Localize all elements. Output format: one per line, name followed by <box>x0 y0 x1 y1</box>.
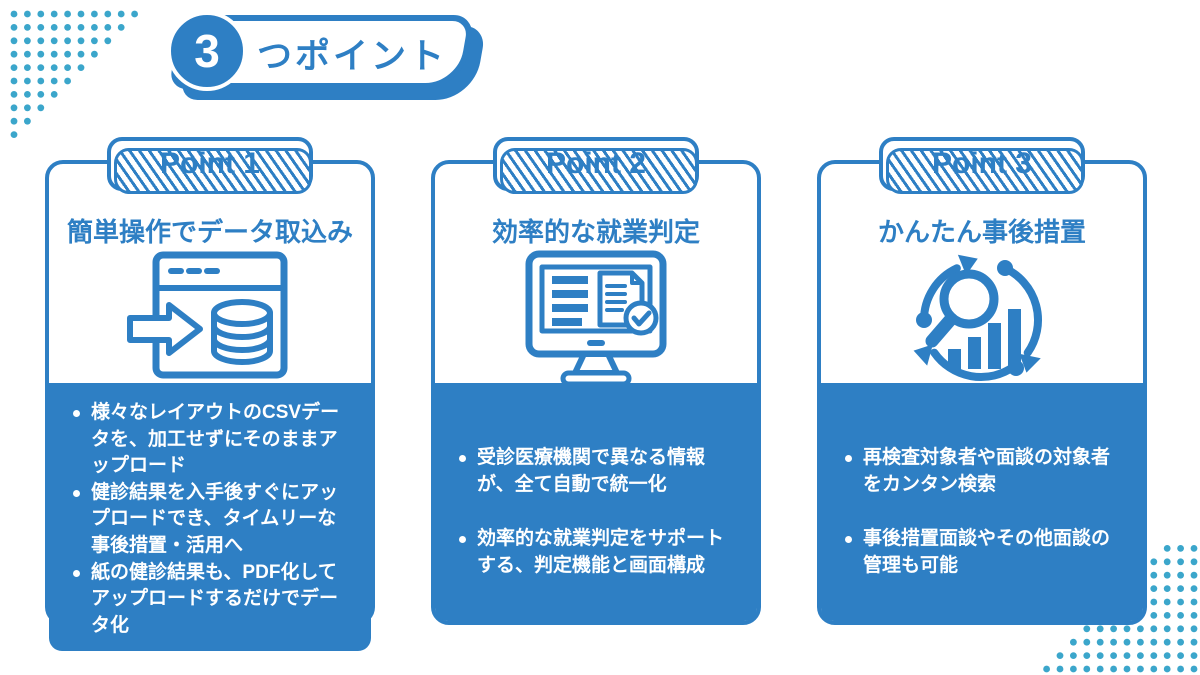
point-card-3: Point 3 かんたん事後措置 <box>817 137 1147 625</box>
point-2-top: 効率的な就業判定 <box>435 164 757 387</box>
point-3-body: 再検査対象者や面談の対象者をカンタン検索 事後措置面談やその他面談の管理も可能 <box>821 383 1143 621</box>
point-3-badge: Point 3 <box>879 137 1085 194</box>
point-3-bullet-list: 再検査対象者や面談の対象者をカンタン検索 事後措置面談やその他面談の管理も可能 <box>821 383 1143 619</box>
point-2-badge: Point 2 <box>493 137 699 194</box>
point-3-top: かんたん事後措置 <box>821 164 1143 383</box>
point-2-bullet-list: 受診医療機関で異なる情報が、全て自動で統一化 効率的な就業判定をサポートする、判… <box>435 383 757 619</box>
point-card-2: Point 2 効率的な就業判定 <box>431 137 761 625</box>
csv-data-import-icon <box>124 249 296 387</box>
bullet-item: 紙の健診結果も、PDF化してアップロードするだけでデータ化 <box>71 560 355 640</box>
header-title: つポイント <box>257 37 448 76</box>
dot-pattern-bottom-right <box>1043 545 1198 673</box>
bullet-item: 様々なレイアウトのCSVデータを、加工せずにそのままアップロード <box>71 400 355 480</box>
bullet-item: 効率的な就業判定をサポートする、判定機能と画面構成 <box>457 526 741 579</box>
search-analysis-cycle-icon <box>896 249 1068 393</box>
point-1-badge: Point 1 <box>107 137 313 194</box>
point-1-bullet-list: 様々なレイアウトのCSVデータを、加工せずにそのままアップロード 健診結果を入手… <box>49 383 371 651</box>
bullet-item: 健診結果を入手後すぐにアップロードでき、タイムリーな事後措置・活用へ <box>71 480 355 560</box>
point-card-1: Point 1 簡単操作でデータ取込み 様々 <box>45 137 375 652</box>
header-ribbon: 3 つポイント <box>135 8 495 108</box>
point-1-body: 様々なレイアウトのCSVデータを、加工せずにそのままアップロード 健診結果を入手… <box>49 383 371 652</box>
points-row: Point 1 簡単操作でデータ取込み 様々 <box>45 137 1147 652</box>
dot-pattern-top-left <box>10 10 138 138</box>
point-3-title: かんたん事後措置 <box>877 217 1086 247</box>
bullet-item: 事後措置面談やその他面談の管理も可能 <box>843 526 1127 579</box>
point-1-top: 簡単操作でデータ取込み <box>49 164 371 383</box>
header-number: 3 <box>194 25 220 77</box>
point-1-title: 簡単操作でデータ取込み <box>66 217 353 247</box>
point-2-body: 受診医療機関で異なる情報が、全て自動で統一化 効率的な就業判定をサポートする、判… <box>435 383 757 621</box>
monitor-judgment-check-icon <box>510 249 682 391</box>
bullet-item: 受診医療機関で異なる情報が、全て自動で統一化 <box>457 445 741 498</box>
point-2-title: 効率的な就業判定 <box>491 217 700 247</box>
bullet-item: 再検査対象者や面談の対象者をカンタン検索 <box>843 445 1127 498</box>
header-number-circle: 3 <box>167 11 247 91</box>
